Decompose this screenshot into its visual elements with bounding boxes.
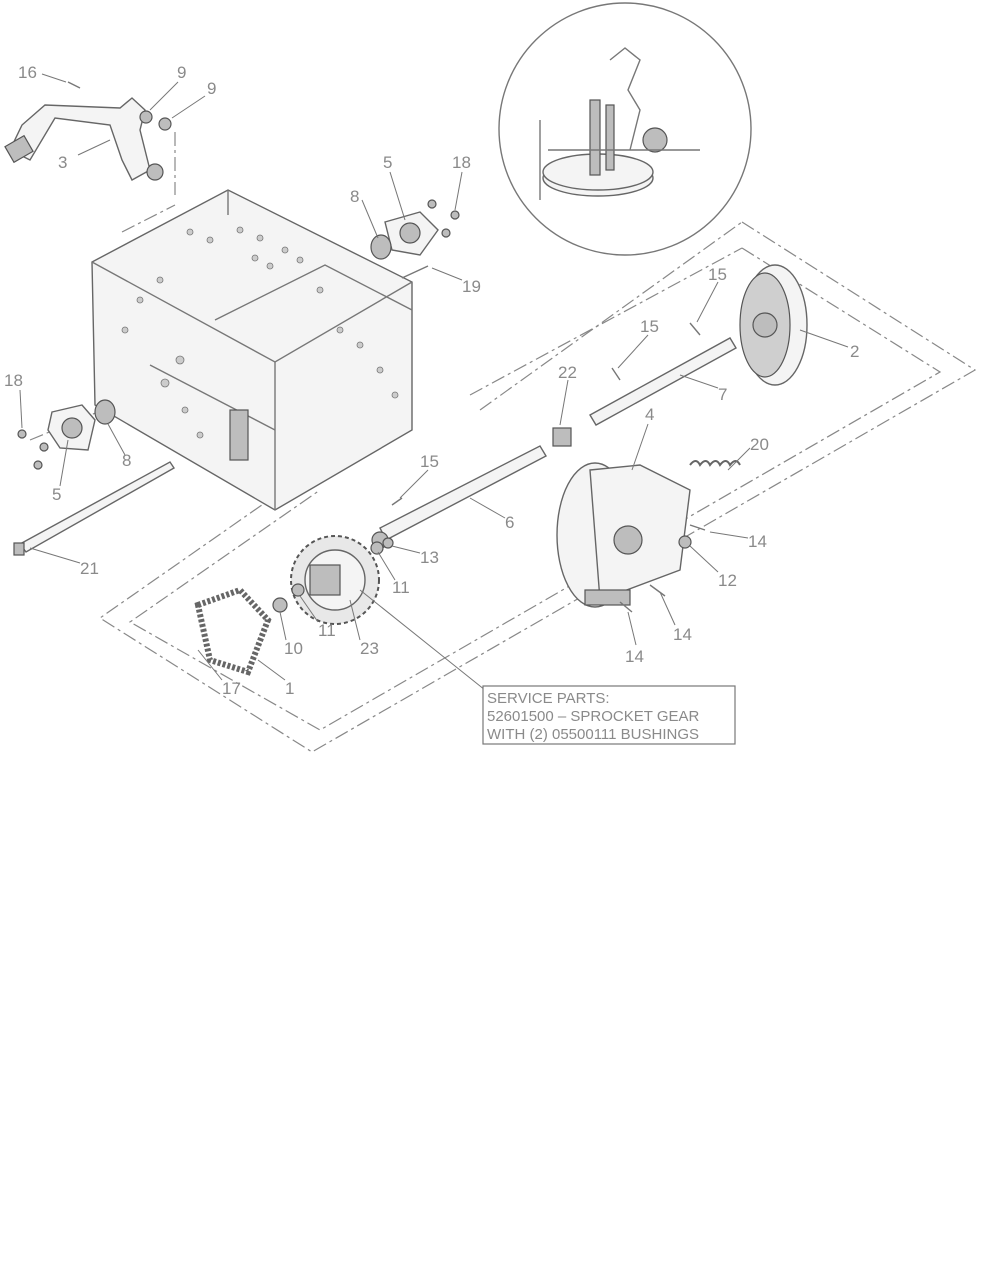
callout-3: 3 [58, 153, 67, 172]
frame-holes [121, 226, 399, 439]
callout-15-b: 15 [640, 317, 659, 336]
wheel-hub [739, 264, 808, 386]
callout-23: 23 [360, 639, 379, 658]
spring-and-pins [391, 322, 741, 613]
axle-rod [13, 461, 175, 556]
callout-8-b: 8 [122, 451, 131, 470]
callout-8-a: 8 [350, 187, 359, 206]
callout-4: 4 [645, 405, 654, 424]
callout-16: 16 [18, 63, 37, 82]
callout-13: 13 [420, 548, 439, 567]
callout-14-c: 14 [625, 647, 644, 666]
service-note: SERVICE PARTS: 52601500 – SPROCKET GEAR … [482, 685, 736, 745]
callout-11-a: 11 [392, 578, 410, 597]
callout-18-b: 18 [4, 371, 23, 390]
callout-17: 17 [222, 679, 241, 698]
callout-21: 21 [80, 559, 99, 578]
callout-9-b: 9 [207, 79, 216, 98]
callout-5-b: 5 [52, 485, 61, 504]
callout-6: 6 [505, 513, 514, 532]
service-note-line-1: SERVICE PARTS: [487, 690, 610, 707]
sprocket-and-chain [194, 535, 394, 676]
shift-lever-assembly [4, 81, 172, 181]
callout-labels: 16 9 9 3 5 18 8 19 18 5 8 21 15 15 15 2 … [4, 63, 859, 698]
callout-22: 22 [558, 363, 577, 382]
lower-bearing-flange [17, 399, 116, 470]
callout-19: 19 [462, 277, 481, 296]
callout-9-a: 9 [177, 63, 186, 82]
callout-15-a: 15 [420, 452, 439, 471]
upper-bearing-flange [370, 199, 460, 279]
callout-12: 12 [718, 571, 737, 590]
callout-18-a: 18 [452, 153, 471, 172]
callout-15-c: 15 [708, 265, 727, 284]
callout-5-a: 5 [383, 153, 392, 172]
friction-wheel-housing [556, 462, 691, 608]
callout-7: 7 [718, 385, 727, 404]
drive-shafts [371, 337, 737, 549]
callout-2: 2 [850, 342, 859, 361]
callout-20: 20 [750, 435, 769, 454]
callout-14-a: 14 [748, 532, 767, 551]
service-note-line-3: WITH (2) 05500111 BUSHINGS [487, 726, 699, 743]
detail-inset-circle [498, 2, 752, 256]
callout-11-b: 11 [318, 621, 336, 640]
service-note-box [482, 685, 736, 745]
leader-lines [19, 73, 849, 691]
service-note-line-2: 52601500 – SPROCKET GEAR [487, 708, 700, 725]
callout-1: 1 [285, 679, 294, 698]
frame-housing [91, 189, 413, 511]
callout-10: 10 [284, 639, 303, 658]
callout-14-b: 14 [673, 625, 692, 644]
